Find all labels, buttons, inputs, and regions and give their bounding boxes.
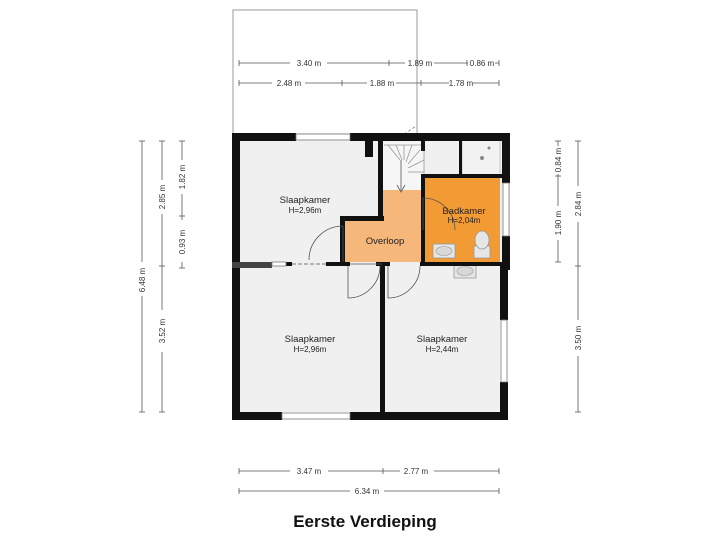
room-height-top-left: H=2,96m	[289, 206, 322, 215]
dim-left-b2: 0.93 m	[178, 229, 187, 254]
room-name-top-left: Slaapkamer	[280, 195, 331, 206]
sink-icon	[432, 243, 456, 259]
room-height-bottom-left: H=2,96m	[294, 345, 327, 354]
shower-head-icon	[487, 146, 491, 150]
toilet-icon	[473, 230, 491, 259]
dim-left-a1: 2.85 m	[158, 184, 167, 209]
shower-drain-icon	[480, 156, 484, 160]
dim-right-a1: 0.84 m	[554, 147, 563, 172]
balcony-outline	[232, 9, 418, 135]
dim-top-2: 1.89 m	[408, 59, 433, 68]
dim-right-b2: 3.50 m	[574, 325, 583, 350]
dim-top-4: 2.48 m	[277, 79, 302, 88]
dim-top-5: 1.88 m	[370, 79, 395, 88]
doors	[308, 197, 456, 299]
dimension-lines-left	[139, 140, 185, 413]
dimension-lines-top	[238, 60, 500, 86]
dim-bottom-2: 2.77 m	[404, 467, 429, 476]
stairs-area	[380, 142, 424, 190]
room-height-right: H=2,44m	[426, 345, 459, 354]
dim-left-b1: 1.82 m	[178, 164, 187, 189]
dim-top-6: 1.78 m	[449, 79, 474, 88]
dim-left-a2: 3.52 m	[158, 318, 167, 343]
room-name-badkamer: Badkamer	[442, 206, 485, 217]
windows	[271, 133, 510, 420]
page-title: Eerste Verdieping	[293, 512, 437, 531]
dimension-lines-right	[555, 140, 581, 413]
dim-right-a2: 1.90 m	[554, 210, 563, 235]
room-name-overloop: Overloop	[366, 236, 405, 247]
dim-top-3: 0.86 m	[470, 59, 495, 68]
overloop-area	[343, 220, 423, 262]
bedroom-sink-icon	[453, 263, 477, 279]
dim-left-total: 6.48 m	[138, 267, 147, 292]
dim-right-b1: 2.84 m	[574, 191, 583, 216]
room-name-right: Slaapkamer	[417, 334, 468, 345]
dim-bottom-1: 3.47 m	[297, 467, 322, 476]
overloop-area-upper	[380, 190, 423, 222]
dim-bottom-total: 6.34 m	[355, 487, 380, 496]
room-name-bottom-left: Slaapkamer	[285, 334, 336, 345]
dim-top-1: 3.40 m	[297, 59, 322, 68]
dimension-lines-bottom	[238, 468, 500, 494]
room-height-badkamer: H=2,04m	[448, 216, 481, 225]
